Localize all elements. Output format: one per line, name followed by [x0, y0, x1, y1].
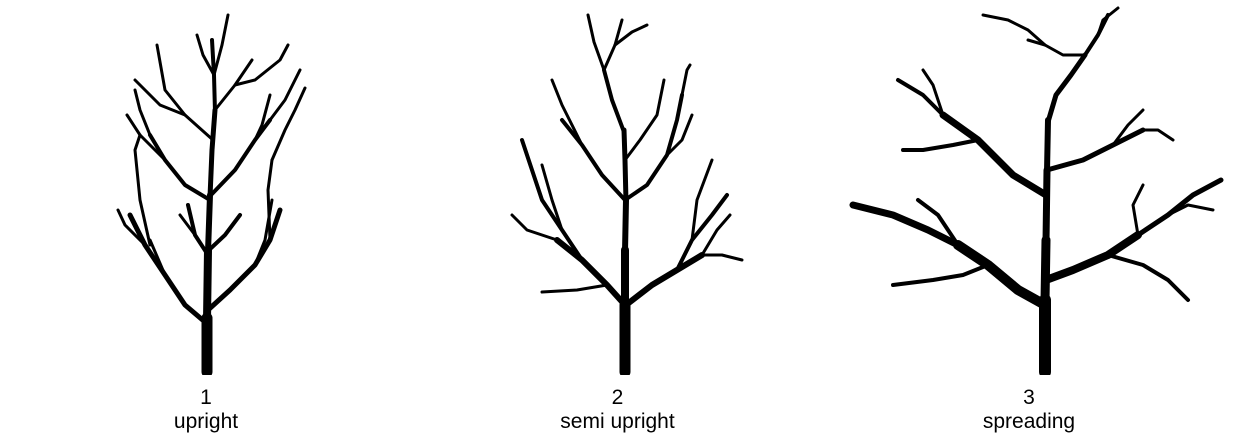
tree-form-spreading: 3 spreading: [823, 0, 1235, 446]
figure-label: semi upright: [412, 410, 823, 434]
figure-caption-2: 2 semi upright: [412, 386, 823, 434]
figure-label: upright: [0, 410, 412, 434]
semi-upright-tree-illustration: [412, 0, 823, 375]
tree-form-upright: 1 upright: [0, 0, 412, 446]
figure-caption-3: 3 spreading: [823, 386, 1235, 434]
tree-form-semi-upright: 2 semi upright: [412, 0, 823, 446]
spreading-tree-illustration: [823, 0, 1235, 375]
figure-number: 2: [412, 386, 823, 410]
figure-label: spreading: [823, 410, 1235, 434]
figure-number: 3: [823, 386, 1235, 410]
figure-caption-1: 1 upright: [0, 386, 412, 434]
figure-number: 1: [0, 386, 412, 410]
upright-tree-illustration: [0, 0, 412, 375]
